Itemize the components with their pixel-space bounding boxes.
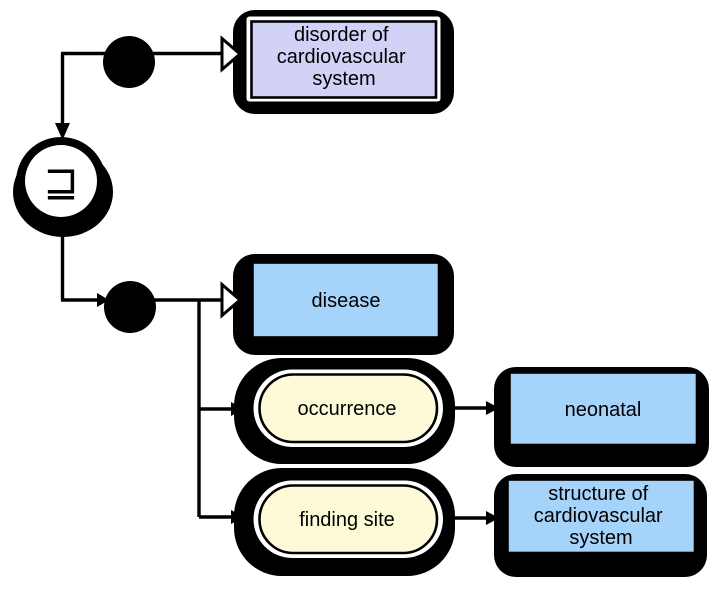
operator-node: ⊒	[13, 137, 113, 237]
node-body	[258, 484, 439, 555]
open-triangle-into-disease	[220, 281, 243, 319]
node-label-line: system	[569, 527, 632, 549]
node-label-line: disorder of	[294, 24, 389, 46]
node-structure-of-cardiovascular-system: structure of cardiovascular system	[494, 474, 707, 577]
arrowhead-into-structure	[486, 511, 499, 525]
operator-face	[25, 145, 97, 217]
conjunction-nodes	[103, 36, 156, 333]
node-label: structure of cardiovascular system	[534, 483, 669, 549]
node-body	[506, 478, 697, 555]
arrowhead-into-neonatal	[486, 401, 499, 415]
node-label: disorder of cardiovascular system	[277, 24, 412, 90]
node-occurrence: occurrence	[234, 358, 455, 464]
open-triangle-into-disorder	[220, 35, 243, 73]
isa-arrowheads	[220, 35, 243, 319]
arrowhead-into-conjunction	[97, 293, 109, 307]
node-body	[508, 371, 699, 447]
conjunction-dot-bottom	[104, 281, 156, 333]
node-finding-site: finding site	[234, 468, 455, 576]
operator-symbol: ⊒	[43, 157, 78, 206]
arrowhead-into-operator	[55, 123, 70, 140]
node-disorder-of-cardiovascular-system: disorder of cardiovascular system	[233, 10, 454, 114]
node-neonatal: neonatal	[494, 367, 709, 467]
conjunction-dot-top	[103, 36, 155, 88]
node-body	[251, 261, 441, 339]
node-label: neonatal	[565, 399, 642, 421]
node-label-line: cardiovascular	[534, 505, 663, 527]
node-body	[258, 373, 439, 444]
node-label: occurrence	[298, 398, 397, 420]
node-label: finding site	[299, 509, 395, 531]
node-label-line: cardiovascular	[277, 46, 406, 68]
node-disease: disease	[233, 254, 454, 355]
node-body	[250, 20, 438, 99]
node-label-line: system	[312, 68, 375, 90]
node-label-line: structure of	[548, 483, 648, 505]
node-label: disease	[312, 290, 381, 312]
